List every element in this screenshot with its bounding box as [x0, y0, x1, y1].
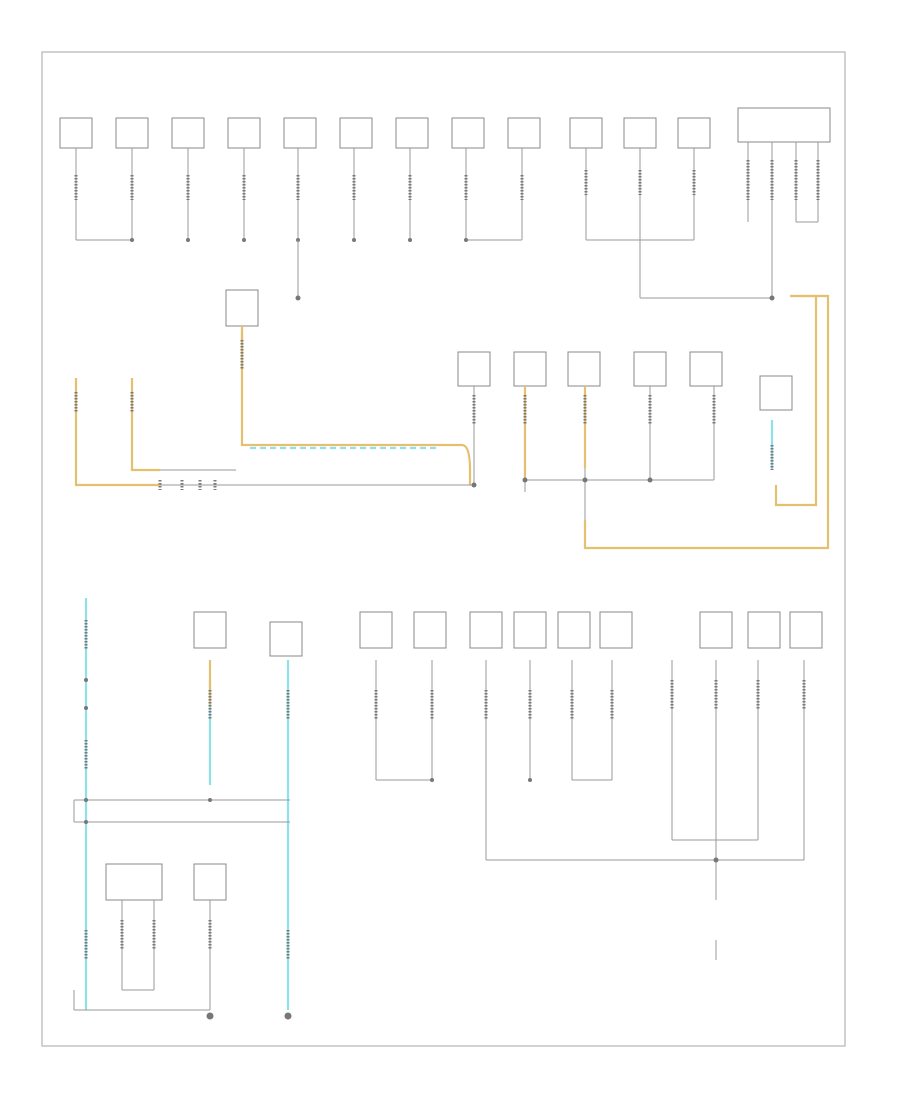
sensor-box-5: [283, 117, 317, 149]
sensor-box-r1: [359, 611, 393, 649]
sensor-box-r8: [747, 611, 781, 649]
sensor-box-11: [623, 117, 657, 149]
sensor-box-6: [339, 117, 373, 149]
sensor-box-r5: [557, 611, 591, 649]
sensor-box-8: [451, 117, 485, 149]
sensor-box-m3: [567, 351, 601, 387]
sensor-box-r4: [513, 611, 547, 649]
sensor-box-3: [171, 117, 205, 149]
lower-left-section: [73, 598, 303, 1020]
sensor-box-9: [507, 117, 541, 149]
sensor-box-r3: [469, 611, 503, 649]
sensor-box-7: [395, 117, 429, 149]
sensor-box-m1: [457, 351, 491, 387]
sensor-box-m5: [689, 351, 723, 387]
sensor-box-4: [227, 117, 261, 149]
middle-section: [74, 289, 830, 550]
module-box-b: [193, 611, 227, 649]
engine-control-module-box: [737, 107, 831, 143]
sensor-box-m4: [633, 351, 667, 387]
module-box-a: [225, 289, 259, 327]
lower-right-section: [359, 611, 823, 960]
diagram-frame: [41, 51, 846, 1047]
module-box-d: [105, 863, 163, 901]
sensor-box-r2: [413, 611, 447, 649]
sensor-box-r9: [789, 611, 823, 649]
top-row-wires: [74, 142, 820, 301]
top-sensor-row: [59, 107, 831, 149]
module-box-c: [269, 621, 303, 657]
sensor-box-m2: [513, 351, 547, 387]
sensor-box-1: [59, 117, 93, 149]
sensor-box-10: [569, 117, 603, 149]
sensor-box-m6: [759, 375, 793, 411]
sensor-box-2: [115, 117, 149, 149]
sensor-box-r6: [599, 611, 633, 649]
sensor-box-r7: [699, 611, 733, 649]
module-box-e: [193, 863, 227, 901]
sensor-box-12: [677, 117, 711, 149]
